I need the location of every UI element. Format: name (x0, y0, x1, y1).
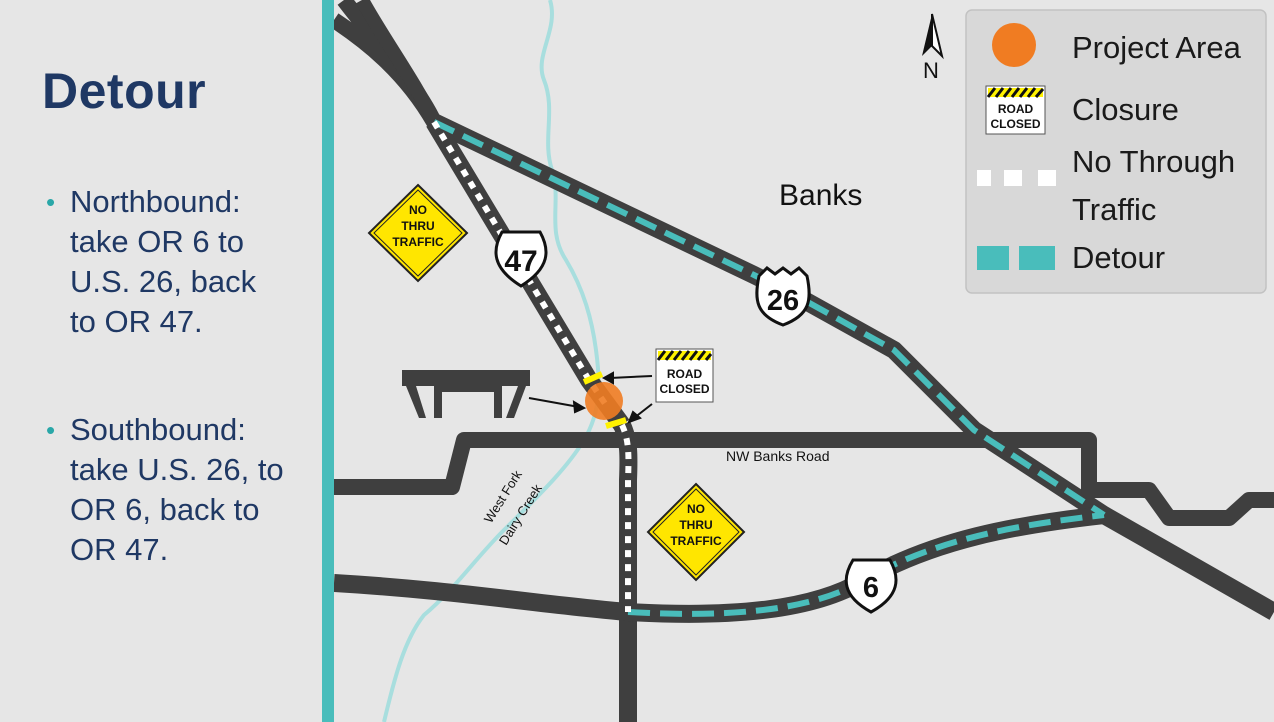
callout-arrows (528, 371, 653, 424)
road-label-nw-banks: NW Banks Road (726, 448, 829, 464)
no-thru-north-line3: TRAFFIC (392, 235, 444, 249)
no-thru-north-line1: NO (409, 203, 427, 217)
bullet-line: U.S. 26, back (70, 264, 257, 299)
bullet-line: take U.S. 26, to (70, 452, 284, 487)
accent-divider (322, 0, 334, 722)
legend-detour-icon (977, 246, 1055, 270)
arrow-bridge (528, 397, 580, 408)
bullet-line: Southbound: (70, 412, 246, 447)
slide-title: Detour (42, 63, 207, 119)
no-thru-north-line2: THRU (401, 219, 434, 233)
detour-us26 (432, 119, 1106, 518)
no-thru-traffic-sign-south: NO THRU TRAFFIC (646, 482, 746, 582)
legend-project-area-label: Project Area (1072, 30, 1242, 65)
or6-shield: 6 (844, 558, 898, 614)
arrow-closure-north (609, 375, 653, 379)
north-arrow-icon: N (922, 13, 944, 83)
closure-markers (582, 371, 627, 429)
road-closed-sign: ROAD CLOSED (655, 348, 714, 403)
no-thru-south-line1: NO (687, 502, 705, 516)
bullet-line: OR 6, back to (70, 492, 260, 527)
no-thru-south-line2: THRU (679, 518, 712, 532)
closure-bar-south (605, 417, 627, 429)
legend-closure-label: Closure (1072, 92, 1179, 127)
no-thru-traffic-sign-north: NO THRU TRAFFIC (367, 183, 469, 283)
north-arrow-letter: N (923, 58, 939, 83)
city-label-banks: Banks (779, 179, 862, 212)
legend-project-area-icon (992, 23, 1036, 67)
legend-box (965, 9, 1267, 294)
arrow-closure-south-head (627, 410, 642, 424)
banks-road (334, 432, 1274, 526)
us26-shield-number: 26 (767, 285, 799, 317)
project-area-marker (585, 382, 623, 420)
arrow-closure-north-head (601, 371, 614, 385)
no-thru-south-line3: TRAFFIC (670, 534, 722, 548)
closure-bar-north (582, 371, 604, 385)
us26-shield: 26 (755, 266, 811, 327)
bullet-northbound-text: Northbound: take OR 6 to U.S. 26, back t… (70, 182, 318, 342)
legend: Project Area ROAD CLOSED Closure No Thro… (965, 9, 1267, 294)
bullet-line: OR 47. (70, 532, 169, 567)
bullet-northbound: • Northbound: take OR 6 to U.S. 26, back… (46, 182, 318, 342)
bullet-line: to OR 47. (70, 304, 203, 339)
or47-shield: 47 (494, 230, 548, 288)
no-through-south (619, 423, 632, 612)
legend-closure-icon: ROAD CLOSED (985, 85, 1046, 135)
road-closed-line1: ROAD (667, 367, 703, 381)
legend-closure-icon-line1: ROAD (998, 102, 1034, 116)
bullet-southbound: • Southbound: take U.S. 26, to OR 6, bac… (46, 410, 318, 570)
legend-no-through-label-2: Traffic (1072, 192, 1156, 227)
bullet-dot-icon: • (46, 187, 56, 217)
or47-shield-number: 47 (504, 245, 537, 278)
bullet-line: take OR 6 to (70, 224, 245, 259)
legend-closure-icon-line2: CLOSED (990, 117, 1040, 131)
text-panel: Detour • Northbound: take OR 6 to U.S. 2… (0, 0, 322, 722)
bullet-dot-icon: • (46, 415, 56, 445)
road-closed-line2: CLOSED (659, 382, 709, 396)
interchange-ramp (355, 0, 441, 126)
detour-map: ROAD CLOSED NO THRU TRAFFIC NO THRU TRAF… (334, 0, 1274, 722)
or6-shield-number: 6 (863, 572, 879, 604)
bridge-icon (402, 370, 530, 418)
bullet-southbound-text: Southbound: take U.S. 26, to OR 6, back … (70, 410, 318, 570)
legend-no-through-icon (977, 170, 1056, 186)
legend-no-through-label-1: No Through (1072, 144, 1235, 179)
bullet-line: Northbound: (70, 184, 241, 219)
arrow-bridge-head (572, 400, 587, 414)
legend-detour-label: Detour (1072, 240, 1165, 275)
